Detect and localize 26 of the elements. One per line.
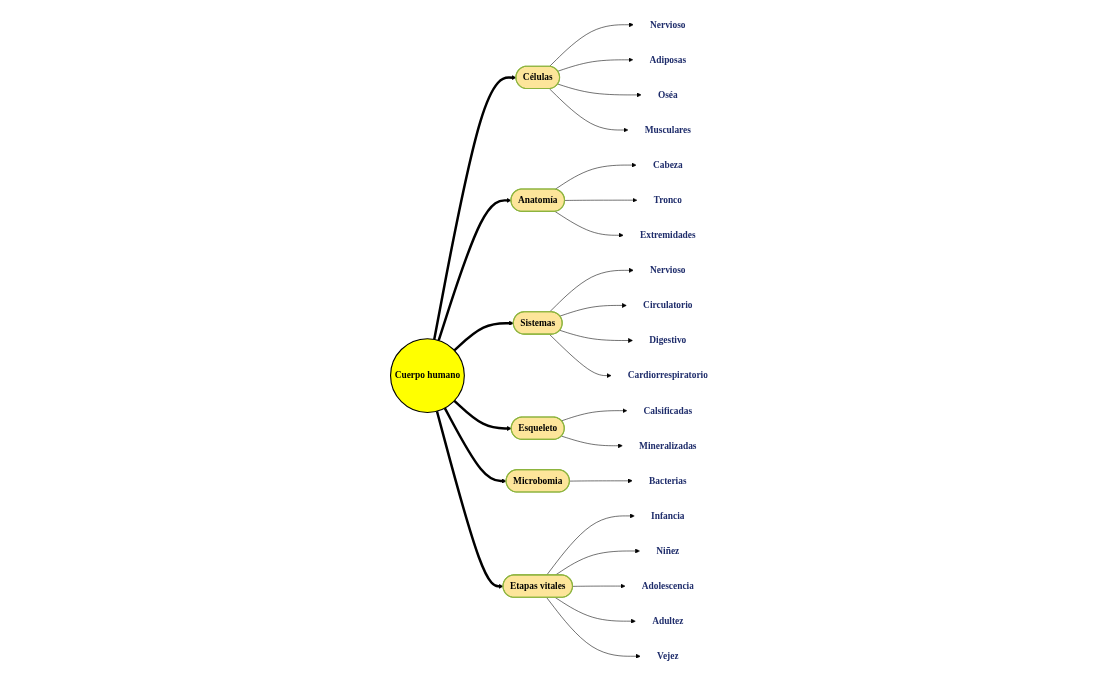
node-text: Digestivo [649, 335, 687, 346]
node-text: Niñez [656, 545, 680, 557]
node-circle: Cuerpo humano [390, 338, 465, 414]
node-text: Vejez [657, 650, 679, 662]
node-text: Infancia [651, 510, 685, 522]
node-text: Cabeza [652, 159, 683, 171]
node-text: Calsificadas [643, 405, 693, 416]
node-text: Nervioso [650, 19, 686, 30]
node-text: Bacterias [649, 475, 687, 486]
arrow [443, 407, 507, 484]
arrow [435, 410, 504, 589]
arrow [437, 197, 512, 341]
node-text: Cardiorrespiratorio [627, 370, 708, 381]
arrow [433, 75, 517, 340]
node-text: Musculares [644, 124, 691, 136]
arrow [453, 399, 512, 431]
node-text: Oséa [657, 89, 678, 101]
node-text: Adiposas [649, 54, 687, 65]
node-text: Adultez [652, 615, 684, 627]
arrow [453, 320, 514, 352]
node-text: Mineralizadas [639, 440, 697, 451]
node-text: Nervioso [650, 264, 686, 276]
node-text: Extremidades [639, 229, 696, 241]
node-text: Adolescencia [641, 580, 694, 592]
node-text: Tronco [653, 194, 682, 206]
node-text: Circulatorio [643, 300, 693, 311]
